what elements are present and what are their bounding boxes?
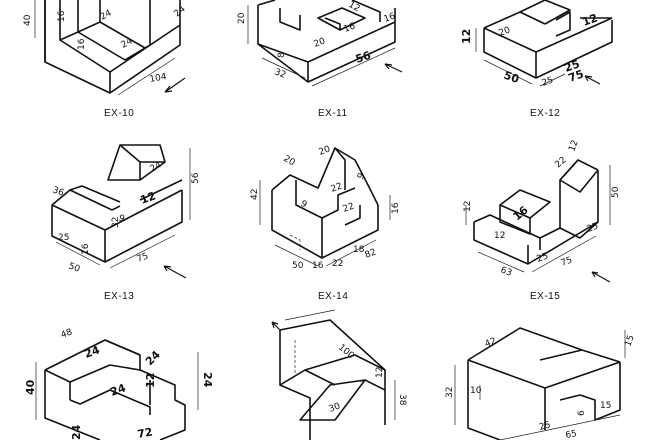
ex-18-dim-4: 32 bbox=[445, 387, 455, 398]
ex-11-dim-5: 16 bbox=[343, 21, 357, 34]
ex-14-dim-3: 42 bbox=[250, 189, 260, 200]
ex-18-dim-6: 15 bbox=[600, 401, 611, 411]
ex-18-dim-5: 6 bbox=[577, 410, 587, 416]
ex-10-dim-2: 16 bbox=[57, 10, 67, 22]
ex-17-drawing: 100 12 38 30 bbox=[271, 309, 407, 440]
ex-18-dim-3: 10 bbox=[470, 386, 482, 396]
ex-11-dim-2: 8 bbox=[277, 52, 287, 58]
ex-16-dim-7: 24 bbox=[70, 424, 83, 440]
ex-15-dim-1: 12 bbox=[463, 201, 473, 212]
ex-11-dim-4: 20 bbox=[313, 36, 327, 49]
ex-13-dim-6: 25 bbox=[58, 233, 69, 243]
ex-11-dim-6: 12 bbox=[347, 0, 362, 14]
ex-10-dim-1: 40 bbox=[23, 14, 33, 26]
ex-12-dim-6: 25 bbox=[563, 57, 582, 74]
ex-14-dim-9: 50 bbox=[292, 261, 304, 271]
ex-15-dim-10: 50 bbox=[611, 186, 621, 198]
ex-13-dim-7: 16 bbox=[81, 243, 91, 255]
ex-11-drawing: 20 8 32 20 16 12 16 56 EX-11 bbox=[237, 0, 403, 119]
ex-14-dim-7: 9 bbox=[356, 171, 368, 181]
ex-18-drawing: 42 15 10 32 6 15 25 65 bbox=[445, 327, 637, 440]
ex-10-dim-3: 24 bbox=[99, 8, 114, 22]
ex-15-dim-5: 16 bbox=[511, 203, 531, 223]
ex-16-dim-4: 12 bbox=[144, 373, 157, 388]
ex-13-dim-8: 50 bbox=[67, 261, 81, 274]
ex-18-dim-1: 42 bbox=[484, 337, 498, 350]
ex-11-dim-3: 32 bbox=[273, 67, 287, 80]
ex-15-dim-6: 25 bbox=[536, 252, 550, 265]
ex-10-label: EX-10 bbox=[104, 108, 134, 119]
ex-17-dim-3: 38 bbox=[397, 394, 407, 406]
ex-17-dim-2: 12 bbox=[375, 367, 385, 378]
ex-10-drawing: 40 16 24 24 16 24 104 EX-10 bbox=[23, 0, 188, 119]
ex-12-dim-4: 50 bbox=[502, 69, 521, 87]
ex-16-dim-1: 48 bbox=[60, 327, 74, 340]
ex-13-dim-10: 56 bbox=[191, 172, 201, 184]
ex-12-dim-5: 25 bbox=[541, 76, 555, 89]
ex-13-dim-4: 9 bbox=[117, 213, 126, 224]
ex-16-dim-3: 24 bbox=[143, 348, 163, 368]
ex-11-dim-1: 20 bbox=[237, 12, 247, 24]
ex-12-label: EX-12 bbox=[530, 108, 560, 119]
ex-11-dim-7: 16 bbox=[383, 11, 397, 24]
ex-13-label: EX-13 bbox=[104, 291, 134, 302]
ex-14-dim-4: 9 bbox=[299, 199, 309, 211]
ex-10-dim-5: 16 bbox=[77, 38, 87, 50]
ex-13-dim-9: 75 bbox=[136, 252, 150, 265]
ex-14-dim-2: 20 bbox=[318, 144, 332, 157]
ex-12-dim-7: 75 bbox=[567, 67, 586, 84]
ex-16-dim-5: 24 bbox=[109, 381, 128, 399]
ex-12-dim-2: 20 bbox=[498, 25, 512, 38]
ex-18-dim-8: 65 bbox=[565, 429, 578, 440]
ex-14-dim-12: 18 bbox=[353, 245, 365, 255]
ex-11-label: EX-11 bbox=[318, 108, 348, 119]
ex-15-dim-4: 12 bbox=[494, 231, 505, 241]
ex-16-dim-6: 40 bbox=[24, 379, 37, 395]
ex-12-dim-3: 12 bbox=[581, 11, 600, 28]
ex-15-dim-3: 12 bbox=[567, 139, 580, 153]
ex-12-drawing: 12 20 12 50 25 25 75 EX-12 bbox=[460, 0, 613, 119]
ex-15-dim-2: 22 bbox=[554, 155, 569, 170]
ex-18-dim-7: 25 bbox=[538, 420, 552, 433]
ex-17-dim-4: 30 bbox=[328, 401, 342, 414]
ex-14-dim-13: 82 bbox=[364, 248, 378, 261]
ex-15-label: EX-15 bbox=[530, 291, 560, 302]
ex-15-dim-9: 75 bbox=[560, 256, 574, 269]
ex-14-dim-10: 16 bbox=[312, 261, 324, 271]
ex-15-drawing: 12 22 12 12 16 25 25 63 75 50 EX-15 bbox=[463, 139, 621, 302]
ex-14-dim-1: 20 bbox=[282, 154, 297, 169]
ex-14-drawing: 20 20 42 9 22 22 9 16 50 16 22 18 82 EX-… bbox=[250, 144, 401, 302]
ex-10-dim-4: 24 bbox=[173, 4, 188, 19]
ex-16-dim-2: 24 bbox=[83, 343, 102, 361]
ex-15-dim-8: 63 bbox=[499, 265, 513, 278]
ex-10-dim-7: 104 bbox=[149, 72, 168, 85]
ex-14-dim-8: 16 bbox=[391, 202, 401, 214]
ex-14-label: EX-14 bbox=[318, 291, 348, 302]
ex-18-dim-2: 15 bbox=[623, 334, 636, 348]
ex-16-drawing: 48 24 24 12 24 40 24 72 24 bbox=[24, 327, 214, 440]
ex-13-dim-3: 12 bbox=[139, 189, 158, 206]
ex-14-dim-5: 22 bbox=[330, 182, 344, 195]
ex-17-dim-1: 100 bbox=[336, 343, 356, 362]
ex-14-dim-6: 22 bbox=[342, 202, 356, 215]
ex-16-dim-9: 24 bbox=[201, 372, 214, 388]
ex-10-dim-6: 24 bbox=[120, 36, 135, 50]
ex-11-dim-8: 56 bbox=[354, 49, 373, 66]
ex-16-dim-8: 72 bbox=[136, 425, 153, 440]
ex-14-dim-11: 22 bbox=[332, 259, 343, 269]
ex-13-drawing: 36 24 12 9 32 25 16 50 75 56 EX-13 bbox=[51, 144, 201, 302]
ex-13-dim-5: 32 bbox=[111, 217, 121, 228]
ex-12-dim-1: 12 bbox=[460, 29, 473, 44]
ex-13-dim-1: 36 bbox=[51, 185, 65, 198]
ex-15-dim-7: 25 bbox=[586, 222, 600, 235]
